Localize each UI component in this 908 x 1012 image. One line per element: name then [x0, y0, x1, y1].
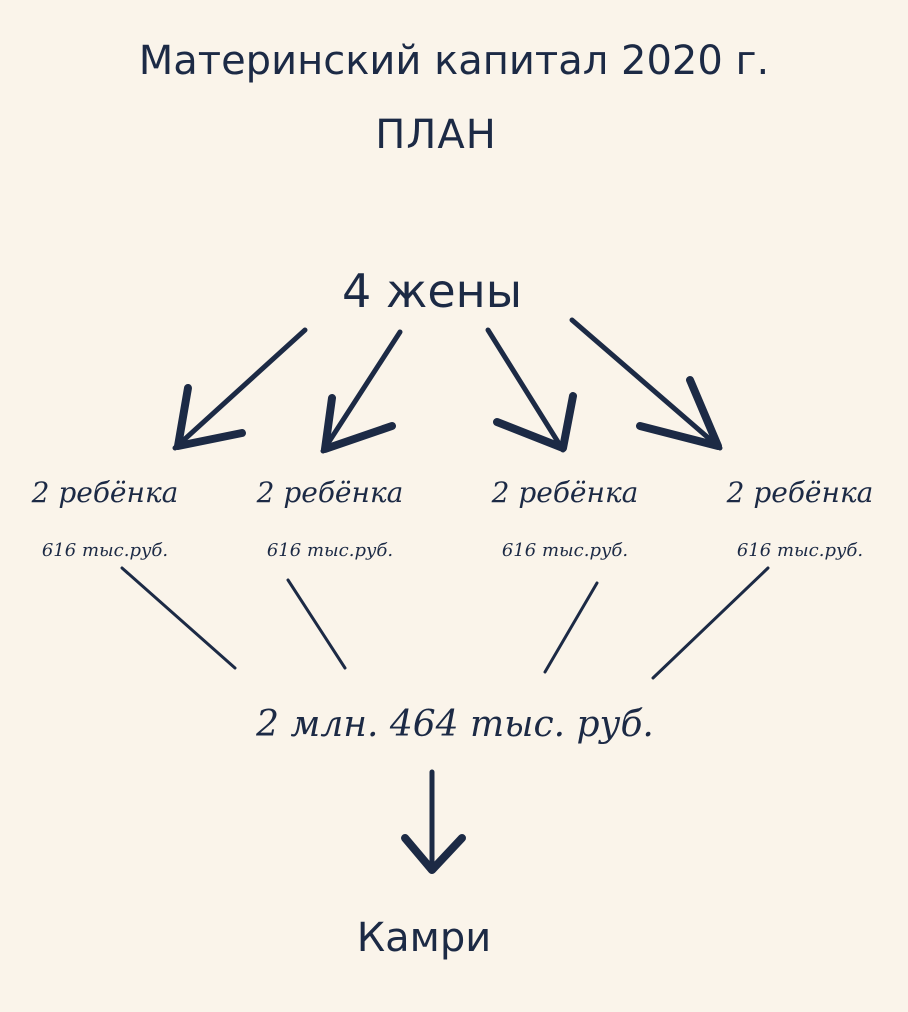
- line-children-2-to-total: [286, 578, 347, 670]
- arrow-wives-to-children-4: [569, 317, 723, 451]
- line-children-4-to-total: [651, 566, 770, 680]
- arrow-wives-to-children-2: [320, 329, 403, 454]
- children-node-1: 2 ребёнка: [31, 476, 179, 509]
- arrow-wives-to-children-1: [172, 327, 308, 451]
- line-children-3-to-total: [543, 581, 599, 674]
- children-node-4: 2 ребёнка: [726, 476, 874, 509]
- amount-node-1: 616 тыс.руб.: [41, 540, 169, 561]
- arrow-wives-to-children-3: [485, 327, 577, 453]
- children-node-3: 2 ребёнка: [491, 476, 639, 509]
- result-node: Камри: [356, 915, 492, 961]
- children-node-2: 2 ребёнка: [256, 476, 404, 509]
- amount-node-4: 616 тыс.руб.: [736, 540, 864, 561]
- arrow-down-to-result: [401, 769, 466, 874]
- total-amount-node: 2 млн. 464 тыс. руб.: [256, 704, 654, 745]
- amount-node-2: 616 тыс.руб.: [266, 540, 394, 561]
- diagram-title: Материнский капитал 2020 г.: [138, 38, 770, 84]
- line-children-1-to-total: [120, 566, 237, 670]
- amount-node-3: 616 тыс.руб.: [501, 540, 629, 561]
- plan-heading: ПЛАН: [375, 112, 497, 158]
- wives-node: 4 жены: [341, 264, 523, 318]
